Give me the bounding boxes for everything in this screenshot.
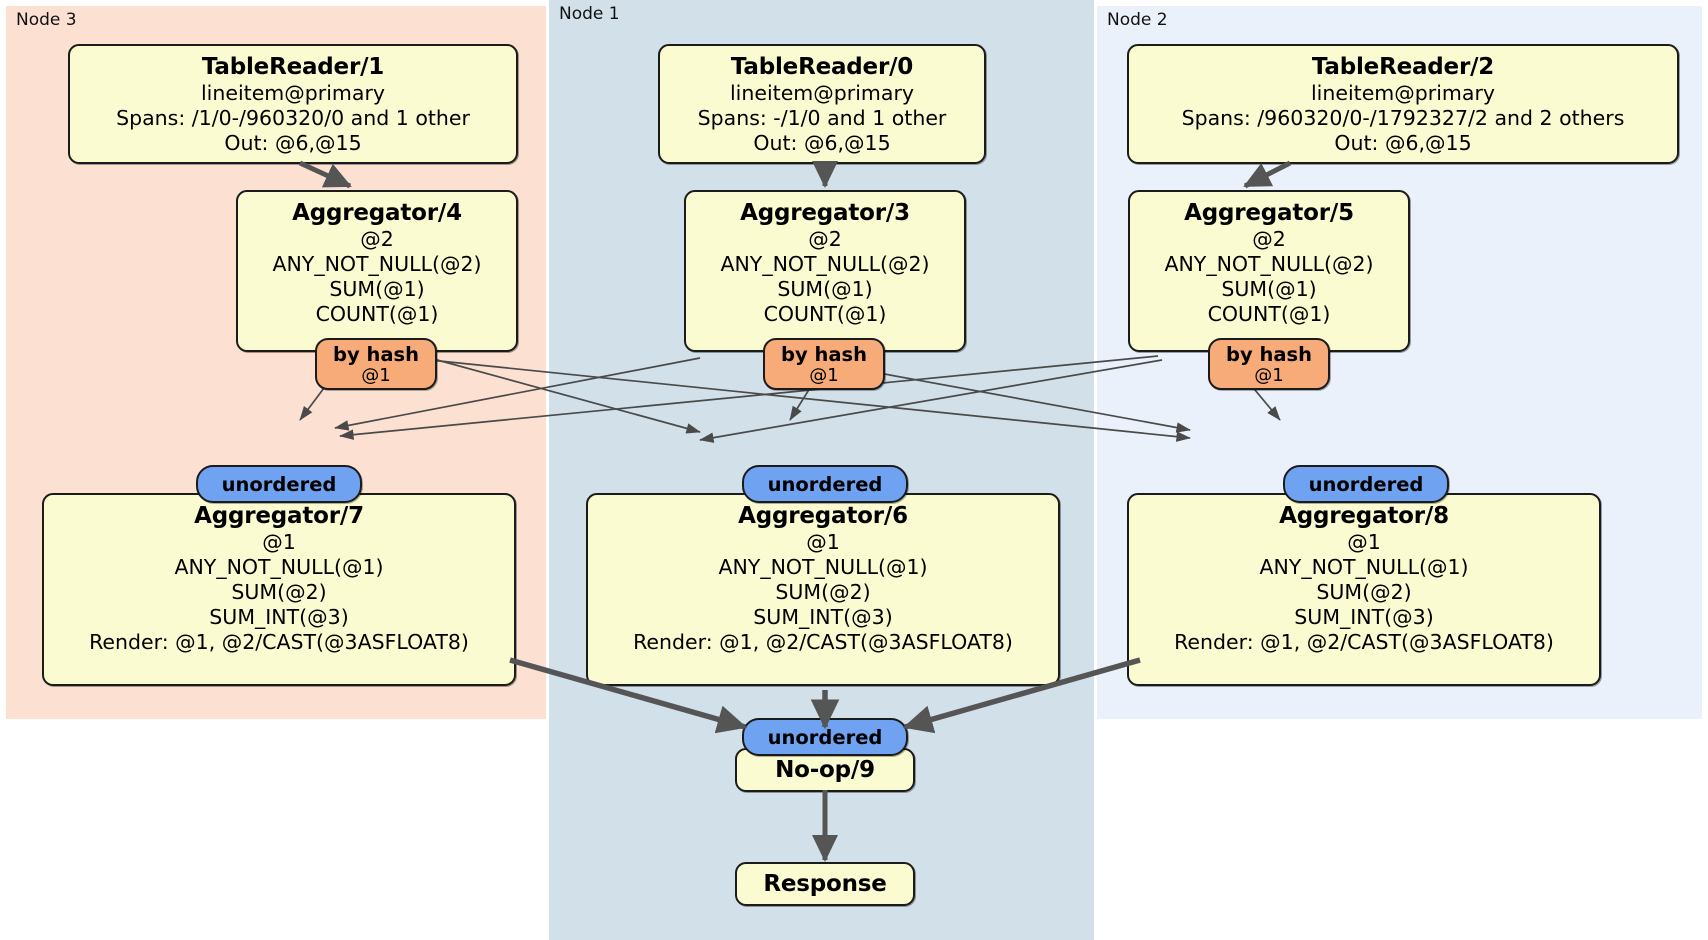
- box-title: Aggregator/6: [738, 503, 908, 529]
- box-table-reader-1[interactable]: TableReader/1 lineitem@primary Spans: /1…: [68, 44, 518, 164]
- box-line: Spans: -/1/0 and 1 other: [697, 106, 947, 131]
- badge-label: by hash: [1226, 343, 1312, 366]
- badge-column: @1: [809, 364, 839, 386]
- box-aggregator-3[interactable]: Aggregator/3 @2 ANY_NOT_NULL(@2) SUM(@1)…: [684, 190, 966, 352]
- box-line: @1: [806, 530, 840, 555]
- pill-unordered-aggregator-8[interactable]: unordered: [1283, 465, 1449, 503]
- pill-unordered-noop-9[interactable]: unordered: [742, 718, 908, 756]
- box-line: lineitem@primary: [1310, 81, 1496, 106]
- box-line: ANY_NOT_NULL(@2): [720, 252, 930, 277]
- box-line: SUM_INT(@3): [753, 605, 893, 630]
- pill-unordered-aggregator-6[interactable]: unordered: [742, 465, 908, 503]
- box-line: lineitem@primary: [200, 81, 386, 106]
- box-table-reader-2[interactable]: TableReader/2 lineitem@primary Spans: /9…: [1127, 44, 1679, 164]
- box-line: SUM_INT(@3): [209, 605, 349, 630]
- box-response[interactable]: Response: [735, 862, 915, 906]
- box-line: @2: [360, 227, 394, 252]
- box-line: @1: [262, 530, 296, 555]
- box-title: TableReader/0: [730, 54, 914, 80]
- box-line: ANY_NOT_NULL(@1): [718, 555, 928, 580]
- badge-column: @1: [1254, 364, 1284, 386]
- badge-by-hash-aggregator-5[interactable]: by hash @1: [1208, 338, 1330, 390]
- box-line: Out: @6,@15: [753, 131, 891, 156]
- box-line: SUM(@2): [775, 580, 871, 605]
- box-line: COUNT(@1): [763, 302, 887, 327]
- box-line: COUNT(@1): [1207, 302, 1331, 327]
- box-line: Spans: /960320/0-/1792327/2 and 2 others: [1181, 106, 1625, 131]
- box-aggregator-6[interactable]: Aggregator/6 @1 ANY_NOT_NULL(@1) SUM(@2)…: [586, 493, 1060, 686]
- box-line: SUM(@1): [329, 277, 425, 302]
- box-line: Render: @1, @2/CAST(@3ASFLOAT8): [89, 630, 469, 655]
- box-line: SUM(@2): [231, 580, 327, 605]
- box-title: No-op/9: [775, 757, 875, 783]
- box-table-reader-0[interactable]: TableReader/0 lineitem@primary Spans: -/…: [658, 44, 986, 164]
- box-line: SUM(@1): [1221, 277, 1317, 302]
- box-line: @2: [1252, 227, 1286, 252]
- box-line: Spans: /1/0-/960320/0 and 1 other: [116, 106, 470, 131]
- badge-label: by hash: [781, 343, 867, 366]
- pill-unordered-aggregator-7[interactable]: unordered: [196, 465, 362, 503]
- box-title: Aggregator/5: [1184, 200, 1354, 226]
- box-line: ANY_NOT_NULL(@2): [272, 252, 482, 277]
- box-title: Aggregator/7: [194, 503, 364, 529]
- node-panel-label-node-2: Node 2: [1107, 10, 1168, 30]
- box-line: ANY_NOT_NULL(@1): [1259, 555, 1469, 580]
- node-panel-label-node-3: Node 3: [16, 10, 77, 30]
- pill-label: unordered: [221, 472, 337, 496]
- box-title: Aggregator/8: [1279, 503, 1449, 529]
- badge-by-hash-aggregator-3[interactable]: by hash @1: [763, 338, 885, 390]
- box-line: Out: @6,@15: [1334, 131, 1472, 156]
- box-line: ANY_NOT_NULL(@2): [1164, 252, 1374, 277]
- box-aggregator-5[interactable]: Aggregator/5 @2 ANY_NOT_NULL(@2) SUM(@1)…: [1128, 190, 1410, 352]
- box-line: Out: @6,@15: [224, 131, 362, 156]
- box-line: Render: @1, @2/CAST(@3ASFLOAT8): [633, 630, 1013, 655]
- box-line: COUNT(@1): [315, 302, 439, 327]
- badge-column: @1: [361, 364, 391, 386]
- box-aggregator-7[interactable]: Aggregator/7 @1 ANY_NOT_NULL(@1) SUM(@2)…: [42, 493, 516, 686]
- box-title: TableReader/2: [1311, 54, 1495, 80]
- box-line: SUM(@2): [1316, 580, 1412, 605]
- box-title: TableReader/1: [201, 54, 385, 80]
- box-line: ANY_NOT_NULL(@1): [174, 555, 384, 580]
- badge-by-hash-aggregator-4[interactable]: by hash @1: [315, 338, 437, 390]
- pill-label: unordered: [767, 472, 883, 496]
- box-line: SUM(@1): [777, 277, 873, 302]
- box-aggregator-4[interactable]: Aggregator/4 @2 ANY_NOT_NULL(@2) SUM(@1)…: [236, 190, 518, 352]
- box-line: lineitem@primary: [729, 81, 915, 106]
- badge-label: by hash: [333, 343, 419, 366]
- box-aggregator-8[interactable]: Aggregator/8 @1 ANY_NOT_NULL(@1) SUM(@2)…: [1127, 493, 1601, 686]
- pill-label: unordered: [1308, 472, 1424, 496]
- node-panel-label-node-1: Node 1: [559, 4, 620, 24]
- box-line: SUM_INT(@3): [1294, 605, 1434, 630]
- box-line: Render: @1, @2/CAST(@3ASFLOAT8): [1174, 630, 1554, 655]
- box-line: @2: [808, 227, 842, 252]
- box-title: Aggregator/4: [292, 200, 462, 226]
- box-title: Aggregator/3: [740, 200, 910, 226]
- box-line: @1: [1347, 530, 1381, 555]
- pill-label: unordered: [767, 725, 883, 749]
- box-title: Response: [763, 871, 887, 897]
